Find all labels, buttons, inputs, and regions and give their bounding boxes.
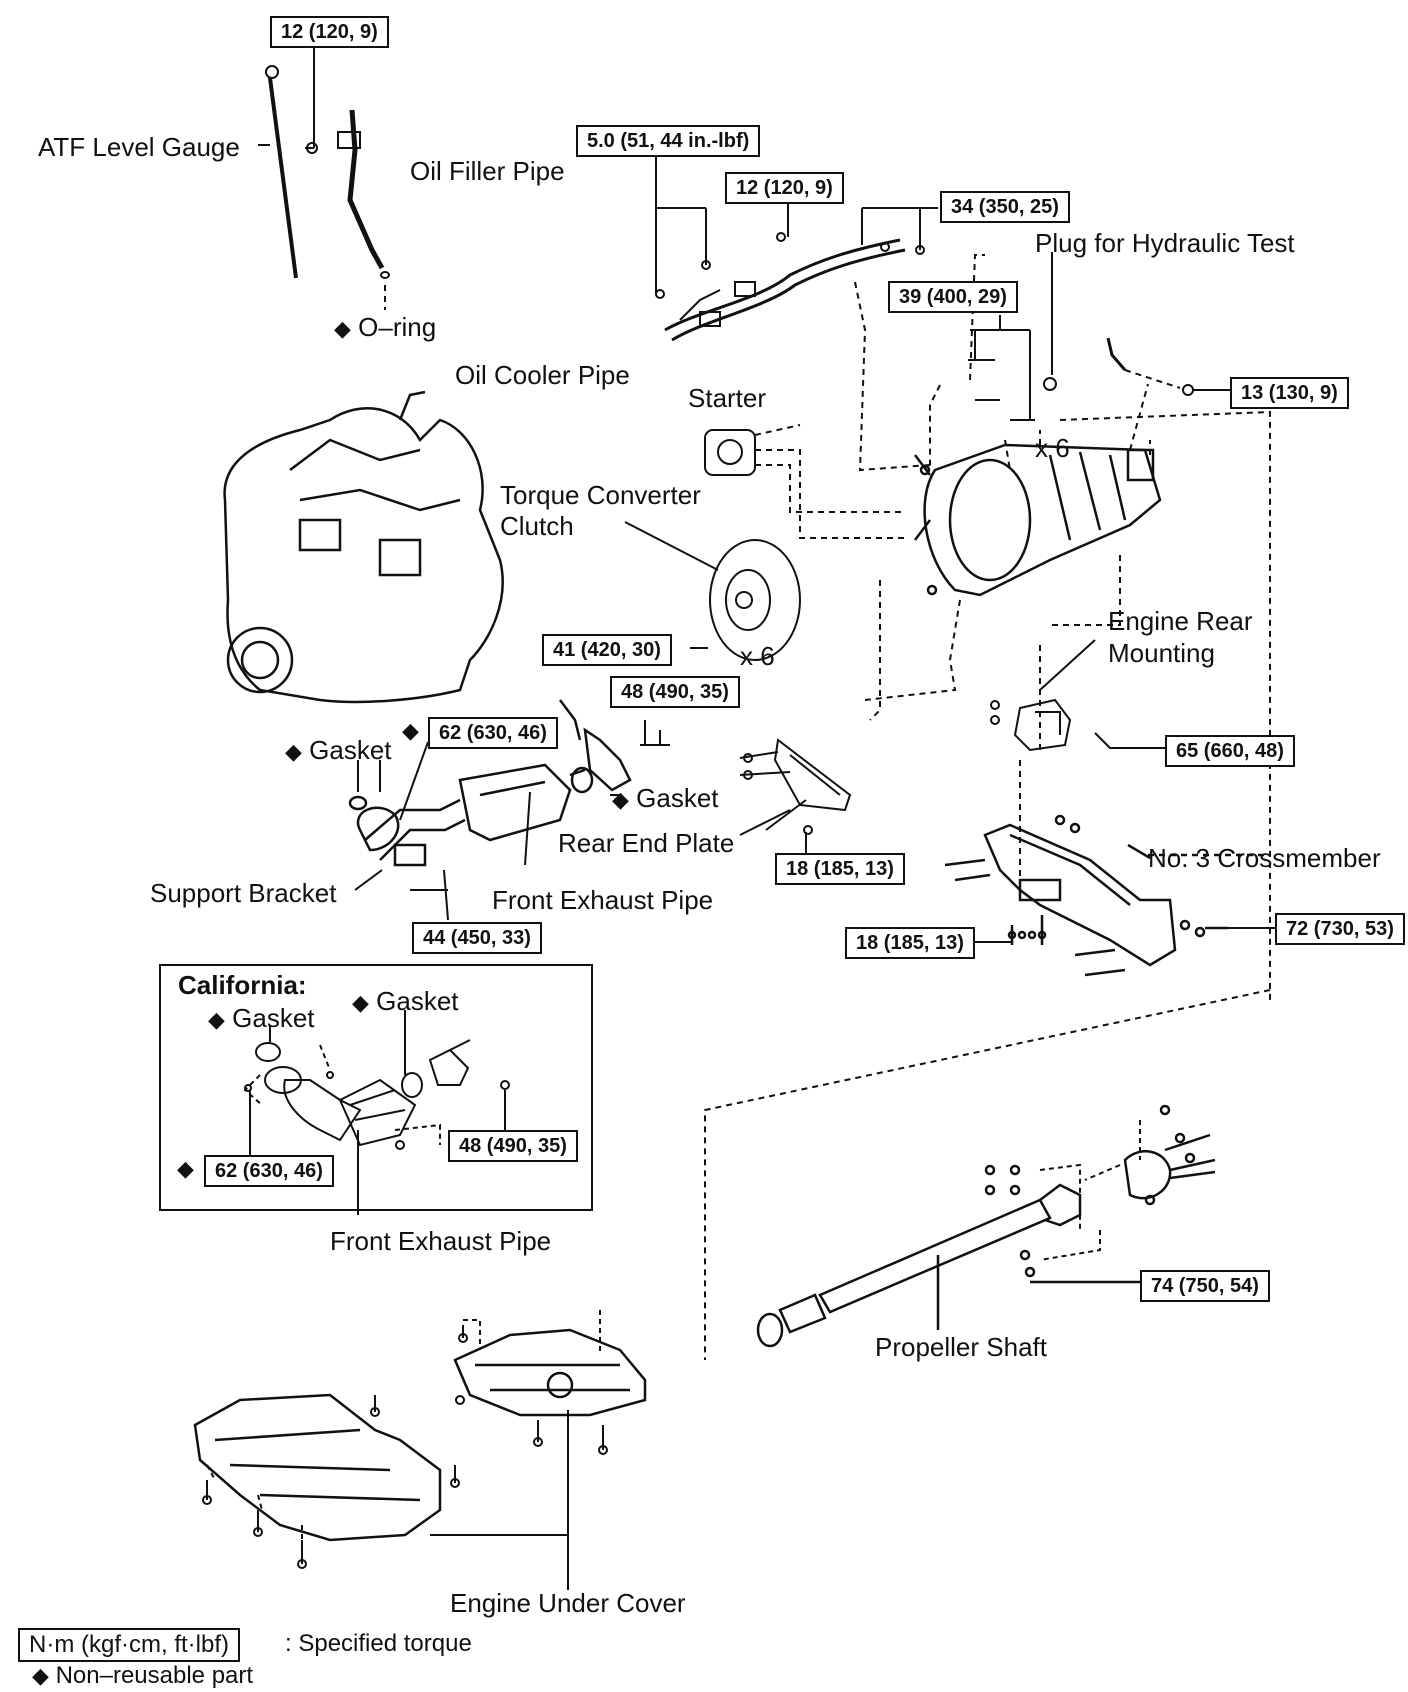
torque-converter-label-1: Torque Converter (500, 480, 701, 510)
under-cover-dashed (206, 1310, 601, 1540)
torque-trans-rear: 13 (130, 9) (1230, 377, 1349, 409)
california-front-exhaust-pipe-label: Front Exhaust Pipe (330, 1226, 552, 1256)
nonreusable-diamond-icon: ◆ (402, 718, 419, 743)
propeller-dashed-leader (704, 989, 1271, 1360)
cooler-leader-dashed (854, 281, 931, 472)
torque-rear-mount: 65 (660, 48) (1165, 735, 1295, 767)
torque-cooler-union: 34 (350, 25) (940, 191, 1070, 223)
torque-propeller: 74 (750, 54) (1140, 1270, 1270, 1302)
under-cover-leaders (430, 1410, 569, 1590)
nonreusable-diamond-icon: ◆ (334, 316, 351, 341)
rear-pipe-part (1106, 337, 1230, 396)
front-exhaust-pipe-part (348, 699, 632, 867)
torque-exhaust-manifold: 62 (630, 46) (428, 717, 558, 749)
engine-under-cover-part (193, 1328, 647, 1542)
gasket-text: Gasket (376, 986, 459, 1016)
torque-atf-gauge-bolt: 12 (120, 9) (270, 16, 389, 48)
torque-exhaust-flange: 48 (490, 35) (610, 676, 740, 708)
engine-rear-mounting-part (990, 639, 1165, 880)
nonreusable-diamond-icon: ◆ (352, 990, 369, 1015)
california-exhaust-part (244, 1039, 510, 1150)
gasket-text: Gasket (232, 1003, 315, 1033)
torque-bracket-bolt: 44 (450, 33) (412, 922, 542, 954)
torque-crossmember-frame: 72 (730, 53) (1275, 913, 1405, 945)
trans-dashed-leaders (864, 254, 1271, 1000)
propeller-dashed (1039, 1120, 1141, 1261)
x6-label-trans: x 6 (1035, 433, 1070, 463)
rear-end-plate-label: Rear End Plate (558, 828, 735, 858)
nonreusable-diamond-icon: ◆ (208, 1007, 225, 1032)
exhaust-leaders (354, 720, 670, 921)
o-ring-text: O–ring (358, 312, 437, 342)
support-bracket-label: Support Bracket (150, 878, 337, 908)
starter-part (704, 424, 905, 539)
atf-level-gauge-label: ATF Level Gauge (38, 132, 240, 162)
torque-crossmember-mount: 18 (185, 13) (845, 927, 975, 959)
torque-california-flange: 48 (490, 35) (448, 1130, 578, 1162)
starter-label: Starter (688, 383, 767, 413)
nonreusable-diamond-icon: ◆ (32, 1663, 49, 1688)
nonreusable-diamond-icon: ◆ (612, 787, 629, 812)
torque-converter-part (624, 521, 801, 661)
propeller-shaft-label: Propeller Shaft (875, 1332, 1047, 1362)
hydraulic-test-plug-part (1043, 252, 1057, 391)
torque-california-manifold: 62 (630, 46) (204, 1155, 334, 1187)
torque-converter: 41 (420, 30) (542, 634, 672, 666)
california-box (159, 964, 593, 1211)
california-title: California: (178, 970, 307, 1000)
atf-level-gauge-part (258, 65, 298, 279)
gasket-text: Gasket (636, 783, 719, 813)
trans-bolts-part (968, 330, 1035, 421)
legend-nonreusable: ◆ Non–reusable part (32, 1664, 253, 1688)
gasket-label-right: ◆ Gasket (612, 785, 719, 811)
torque-trans-bolts: 39 (400, 29) (888, 281, 1018, 313)
rear-end-plate-part (739, 738, 852, 863)
propeller-shaft-part (756, 1104, 1216, 1348)
legend-nonreusable-text: Non–reusable part (55, 1662, 254, 1689)
torque-end-plate: 18 (185, 13) (775, 853, 905, 885)
gasket-label-left: ◆ Gasket (285, 737, 392, 763)
legend-unit-box: N·m (kgf·cm, ft·lbf) (18, 1628, 240, 1662)
nonreusable-diamond-icon: ◆ (285, 739, 302, 764)
x6-label-converter: x 6 (740, 641, 775, 671)
oil-cooler-pipe-part (655, 232, 925, 342)
engine-under-cover-label: Engine Under Cover (450, 1588, 686, 1618)
california-gasket-label-right: ◆ Gasket (352, 988, 459, 1014)
oil-filler-pipe-part (306, 109, 390, 310)
california-gasket-label-left: ◆ Gasket (208, 1005, 315, 1031)
engine-block-part (223, 390, 504, 704)
torque-cooler-bracket: 12 (120, 9) (725, 172, 844, 204)
nonreusable-diamond-icon: ◆ (177, 1156, 194, 1181)
o-ring-label: ◆ O–ring (334, 314, 436, 340)
under-cover-bolts (202, 1325, 608, 1569)
oil-filler-pipe-label: Oil Filler Pipe (410, 156, 565, 186)
legend-unit-text: : Specified torque (285, 1630, 472, 1657)
transmission-part (914, 443, 1162, 597)
gasket-text: Gasket (309, 735, 392, 765)
front-exhaust-pipe-label: Front Exhaust Pipe (492, 885, 714, 915)
oil-cooler-pipe-label: Oil Cooler Pipe (455, 360, 630, 390)
torque-leaders (305, 46, 1340, 1283)
engine-rear-mounting-label-1: Engine Rear (1108, 606, 1253, 636)
torque-cooler-clamp: 5.0 (51, 44 in.-lbf) (576, 125, 761, 157)
no3-crossmember-label: No. 3 Crossmember (1148, 843, 1381, 873)
hydraulic-test-plug-label: Plug for Hydraulic Test (1035, 228, 1295, 258)
no3-crossmember-part (944, 814, 1270, 977)
torque-converter-label-2: Clutch (500, 511, 574, 541)
engine-rear-mounting-label-2: Mounting (1108, 638, 1215, 668)
